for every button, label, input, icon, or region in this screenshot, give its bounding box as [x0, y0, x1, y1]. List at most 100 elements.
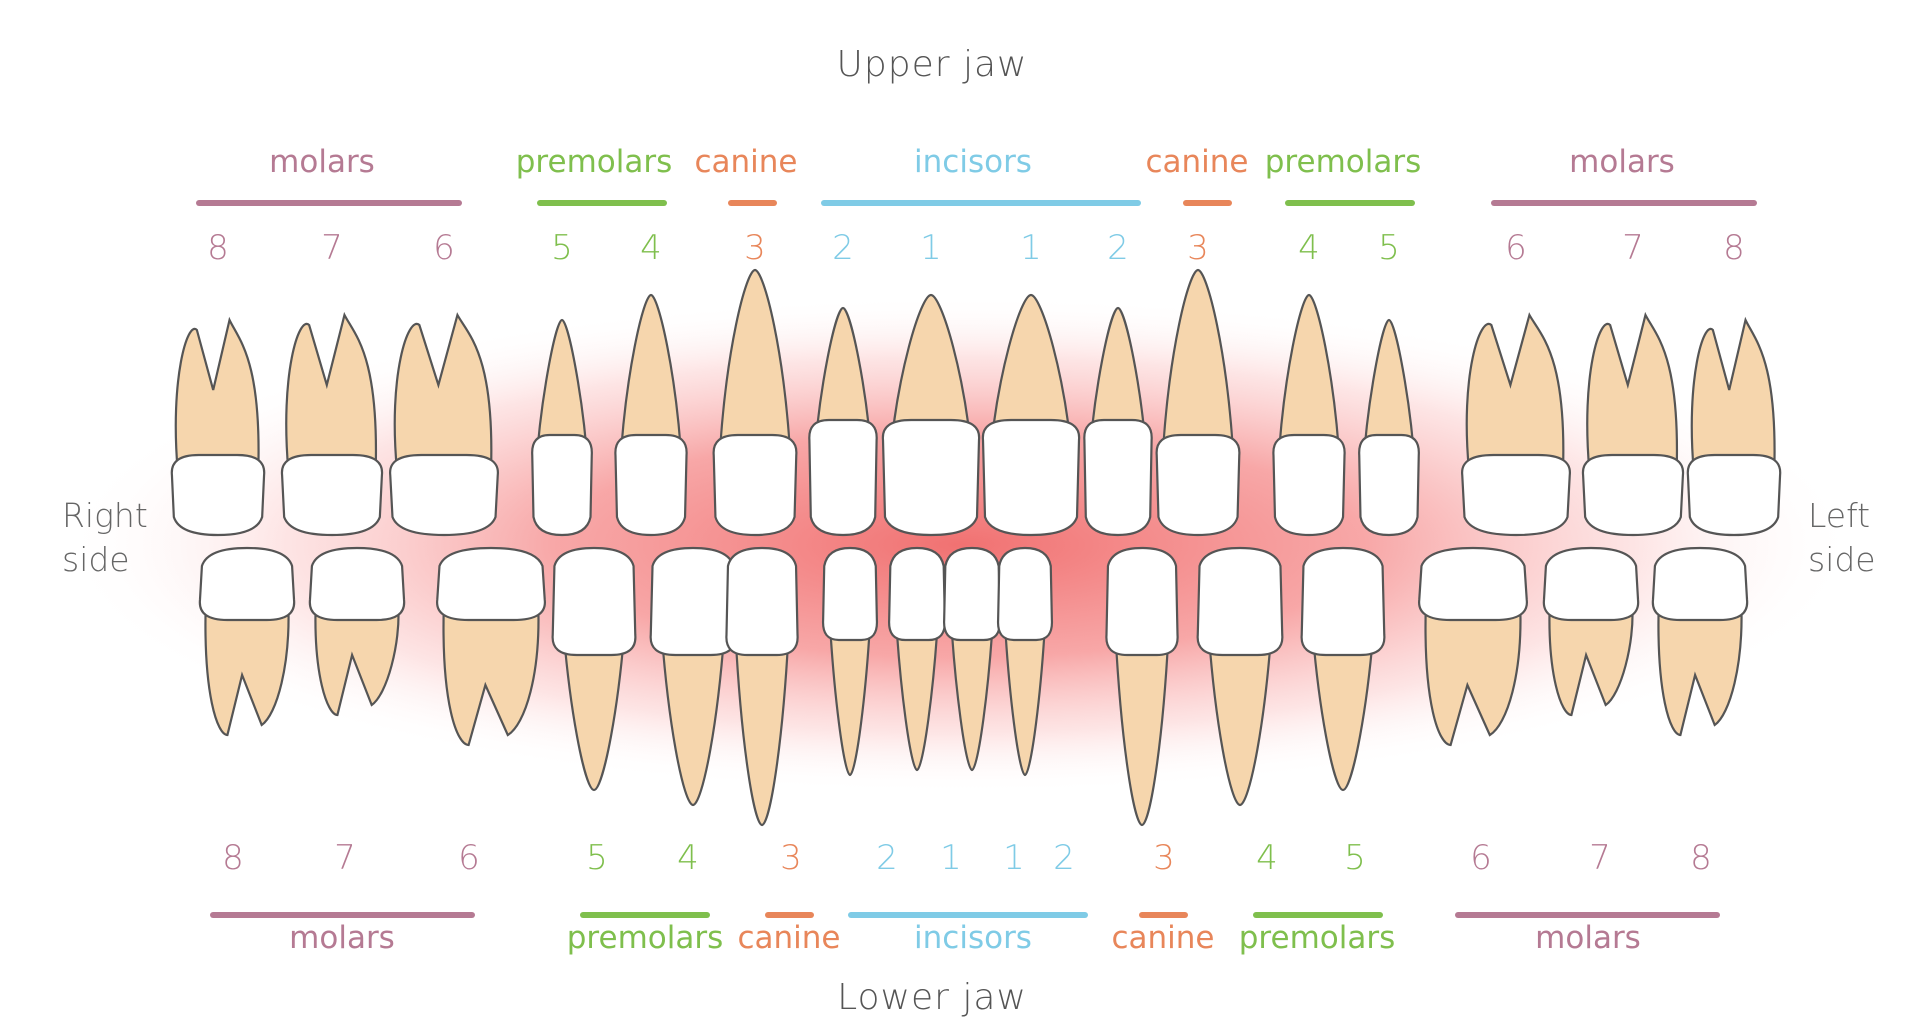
- upper-group-label: molars: [1569, 144, 1675, 180]
- lower-group-bar: [765, 912, 814, 918]
- upper-tooth-number: 4: [1298, 228, 1320, 268]
- lower-crown: [1105, 546, 1179, 657]
- left-side-label: Left side: [1808, 494, 1876, 582]
- lower-tooth-molar: [436, 546, 546, 747]
- lower-crown: [198, 546, 296, 622]
- upper-tooth-premolar: [1272, 293, 1346, 537]
- lower-crown: [436, 546, 546, 622]
- upper-root: [1690, 316, 1776, 472]
- lower-root: [1548, 598, 1634, 717]
- lower-tooth-number: 6: [458, 838, 480, 878]
- upper-tooth-number: 2: [832, 228, 854, 268]
- upper-tooth-number: 1: [1020, 228, 1042, 268]
- upper-root: [1586, 311, 1679, 472]
- upper-crown: [1686, 453, 1782, 537]
- lower-tooth-incisor: [822, 546, 878, 777]
- lower-tooth-molar: [308, 546, 406, 717]
- upper-tooth-number: 7: [1622, 228, 1644, 268]
- upper-jaw-title: Upper jaw: [836, 44, 1028, 85]
- upper-crown: [170, 453, 266, 537]
- upper-root: [1465, 312, 1565, 472]
- upper-root: [534, 318, 590, 472]
- lower-tooth-number: 8: [1690, 838, 1712, 878]
- lower-group-label: premolars: [566, 920, 724, 956]
- upper-tooth-molar: [1461, 312, 1571, 537]
- lower-tooth-number: 6: [1470, 838, 1492, 878]
- upper-tooth-number: 7: [321, 228, 343, 268]
- lower-crown: [649, 546, 737, 657]
- lower-root: [732, 598, 792, 827]
- right-side-word-1: Right: [62, 496, 148, 535]
- right-side-word-2: side: [62, 540, 130, 579]
- left-side-word-2: side: [1808, 540, 1876, 579]
- lower-tooth-premolar: [551, 546, 637, 792]
- upper-root: [393, 312, 493, 472]
- lower-crown: [1196, 546, 1284, 657]
- upper-group-label: premolars: [515, 144, 673, 180]
- upper-tooth-incisor: [808, 306, 878, 537]
- upper-tooth-incisor: [881, 293, 981, 537]
- upper-root: [285, 311, 378, 472]
- lower-root: [204, 598, 290, 737]
- lower-group-bar: [1455, 912, 1720, 918]
- lower-crown: [1418, 546, 1528, 622]
- upper-tooth-molar: [280, 311, 384, 537]
- lower-tooth-molar: [1542, 546, 1640, 717]
- lower-tooth-number: 7: [1589, 838, 1611, 878]
- upper-group-bar: [1183, 200, 1232, 206]
- lower-crown: [888, 546, 946, 642]
- lower-crown: [1542, 546, 1640, 622]
- lower-root: [893, 598, 941, 772]
- lower-tooth-premolar: [649, 546, 737, 807]
- upper-crown: [1581, 453, 1685, 537]
- lower-tooth-canine: [725, 546, 799, 827]
- right-side-label: Right side: [62, 494, 148, 582]
- lower-tooth-premolar: [1196, 546, 1284, 807]
- lower-tooth-number: 1: [1003, 838, 1025, 878]
- upper-crown: [1272, 433, 1346, 537]
- upper-root: [1160, 268, 1236, 472]
- lower-tooth-number: 7: [334, 838, 356, 878]
- lower-crown: [1300, 546, 1386, 657]
- upper-tooth-incisor: [1083, 306, 1153, 537]
- upper-tooth-molar: [170, 316, 266, 537]
- upper-root: [1361, 318, 1417, 472]
- lower-group-label: canine: [1111, 920, 1215, 956]
- lower-tooth-molar: [1651, 546, 1749, 737]
- upper-crown: [531, 433, 593, 537]
- lower-tooth-number: 8: [222, 838, 244, 878]
- upper-tooth-number: 8: [207, 228, 229, 268]
- lower-crown: [725, 546, 799, 657]
- upper-crown: [712, 433, 798, 537]
- upper-group-label: incisors: [914, 144, 1032, 180]
- lower-tooth-number: 4: [1256, 838, 1278, 878]
- upper-root: [618, 293, 684, 472]
- upper-tooth-canine: [712, 268, 798, 537]
- upper-tooth-number: 8: [1723, 228, 1745, 268]
- lower-tooth-number: 5: [586, 838, 608, 878]
- upper-tooth-premolar: [531, 318, 593, 537]
- lower-tooth-canine: [1105, 546, 1179, 827]
- upper-group-bar: [728, 200, 777, 206]
- lower-tooth-number: 3: [1153, 838, 1175, 878]
- lower-group-label: molars: [289, 920, 395, 956]
- lower-root: [1002, 598, 1048, 777]
- lower-tooth-incisor: [943, 546, 1001, 772]
- upper-crown: [981, 418, 1081, 537]
- upper-group-bar: [537, 200, 667, 206]
- lower-tooth-number: 2: [1053, 838, 1075, 878]
- upper-teeth: [170, 268, 1782, 537]
- upper-tooth-number: 5: [551, 228, 573, 268]
- lower-group-label: incisors: [914, 920, 1032, 956]
- lower-tooth-number: 2: [876, 838, 898, 878]
- upper-tooth-number: 6: [433, 228, 455, 268]
- lower-tooth-premolar: [1300, 546, 1386, 792]
- lower-group-label: canine: [737, 920, 841, 956]
- lower-teeth: [198, 546, 1749, 827]
- lower-group-bar: [580, 912, 710, 918]
- lower-root: [948, 598, 996, 772]
- lower-tooth-molar: [1418, 546, 1528, 747]
- lower-root: [314, 598, 400, 717]
